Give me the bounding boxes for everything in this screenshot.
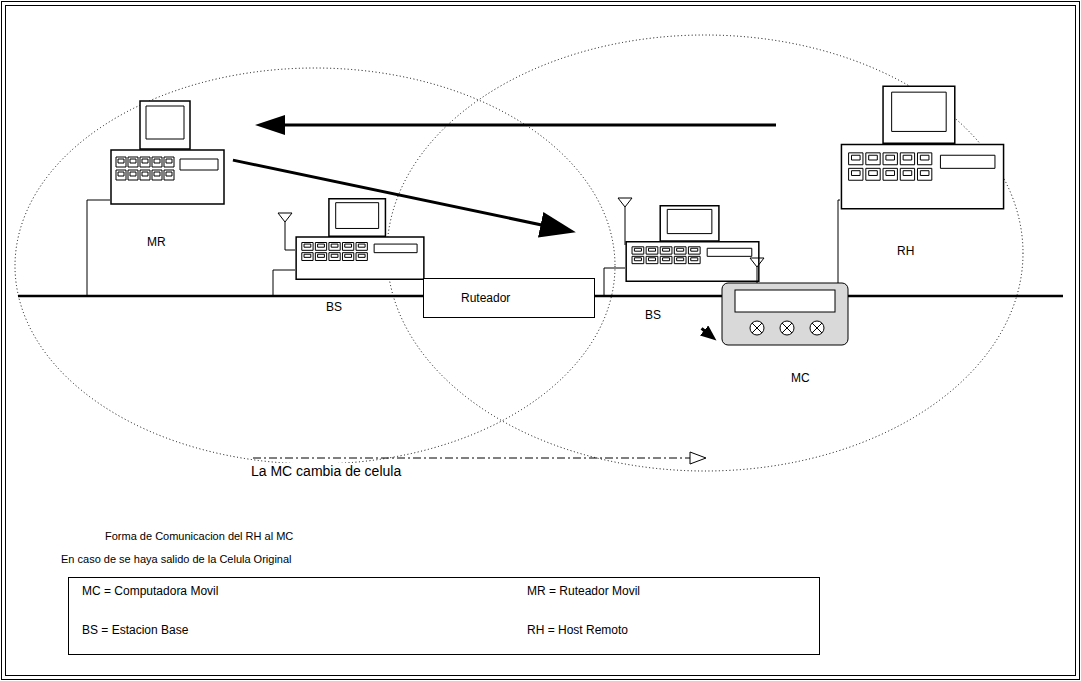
mobile-computer-node: MC <box>718 262 852 389</box>
arrow-connector <box>270 124 776 127</box>
computer-icon <box>111 101 224 204</box>
computer-icon <box>841 86 1003 209</box>
cell-boundary <box>387 35 1023 471</box>
caption-note: Forma de Comunicacion del RH al MC <box>104 530 294 543</box>
node-label: BS <box>325 301 343 315</box>
movement-arrowhead <box>690 452 706 464</box>
node-label: BS <box>644 309 662 323</box>
computer-icon <box>626 206 759 282</box>
computer-node: RH <box>836 80 1008 262</box>
inner-frame <box>6 6 1076 676</box>
movement-arrow <box>253 458 690 459</box>
antenna <box>625 207 626 245</box>
legend-entry: MR = Ruteador Movil <box>526 585 641 599</box>
node-label: MC <box>790 372 811 386</box>
legend-box: MC = Computadora Movil MR = Ruteador Movi… <box>68 577 820 655</box>
legend-entry: RH = Host Remoto <box>526 624 629 638</box>
antenna <box>285 222 295 250</box>
router-box: Ruteador <box>423 278 595 318</box>
mobile-device <box>722 283 848 345</box>
node-label: Ruteador <box>460 292 511 306</box>
node-label: MR <box>146 236 167 250</box>
arrow-connector <box>233 160 558 228</box>
antenna <box>757 267 758 283</box>
drop-wire <box>604 268 625 296</box>
antenna <box>618 198 632 207</box>
computer-node: MR <box>106 96 230 253</box>
drop-wire <box>87 200 110 296</box>
legend-entry: BS = Estacion Base <box>81 624 189 638</box>
arrow-connector <box>702 328 711 335</box>
computer-icon <box>296 199 424 279</box>
computer-node: BS <box>276 194 428 318</box>
cell-boundary <box>15 68 615 464</box>
node-label: RH <box>896 245 915 259</box>
drop-wire <box>838 200 840 296</box>
caption-note: En caso de se haya salido de la Celula O… <box>60 553 293 566</box>
legend-entry: MC = Computadora Movil <box>81 585 219 599</box>
device-display <box>735 290 835 312</box>
antenna <box>750 258 764 267</box>
device-body <box>722 283 848 345</box>
network-bus <box>18 295 423 298</box>
device-button-mark <box>752 323 822 333</box>
antenna <box>278 213 292 222</box>
movement-label: La MC cambia de celula <box>250 463 402 479</box>
computer-node: BS <box>616 198 774 326</box>
antenna <box>278 198 764 283</box>
drop-wire <box>273 270 295 296</box>
